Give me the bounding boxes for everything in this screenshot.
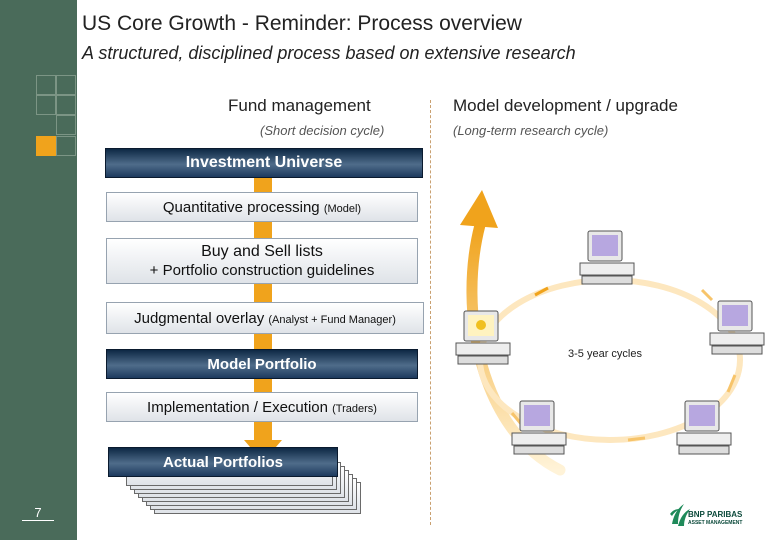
- computer-icon: [579, 230, 635, 285]
- deco-square: [36, 75, 56, 95]
- column-divider: [430, 100, 431, 525]
- deco-square: [56, 95, 76, 115]
- deco-square: [56, 115, 76, 135]
- implementation-note: (Traders): [332, 402, 377, 415]
- investment-universe-label: Investment Universe: [185, 154, 343, 171]
- deco-square: [56, 75, 76, 95]
- computer-icon: [676, 400, 732, 455]
- fund-management-subheading: (Short decision cycle): [260, 123, 385, 138]
- judgmental-overlay-label: Judgmental overlay: [134, 309, 265, 327]
- deco-square-orange: [36, 136, 56, 156]
- logo-line1: BNP PARIBAS: [688, 510, 743, 519]
- model-portfolio-box: Model Portfolio: [106, 349, 418, 379]
- sidebar: [0, 0, 77, 540]
- logo-text: BNP PARIBAS ASSET MANAGEMENT: [688, 510, 742, 528]
- judgmental-overlay-note: (Analyst + Fund Manager): [268, 313, 396, 326]
- bnp-paribas-logo: [670, 504, 690, 526]
- page-subtitle: A structured, disciplined process based …: [82, 43, 576, 63]
- quantitative-processing-note: (Model): [323, 202, 362, 215]
- portfolio-guidelines-label: + Portfolio construction guidelines: [149, 262, 375, 279]
- model-development-subheading: (Long-term research cycle): [453, 123, 609, 138]
- fund-management-heading: Fund management: [228, 96, 371, 115]
- implementation-label: Implementation / Execution: [147, 398, 328, 416]
- page-number: 7: [22, 505, 54, 521]
- buy-sell-lists-label: Buy and Sell lists: [201, 243, 323, 260]
- logo-line2: ASSET MANAGEMENT: [688, 520, 743, 526]
- page-title: US Core Growth - Reminder: Process overv…: [82, 12, 522, 35]
- quantitative-processing-box: Quantitative processing (Model): [106, 192, 418, 222]
- computer-icon: [455, 310, 511, 365]
- actual-portfolios-label: Actual Portfolios: [162, 453, 283, 471]
- actual-portfolios-box: Actual Portfolios: [108, 447, 338, 477]
- deco-square: [36, 95, 56, 115]
- computer-icon: [511, 400, 567, 455]
- deco-square: [56, 136, 76, 156]
- implementation-box: Implementation / Execution (Traders): [106, 392, 418, 422]
- quantitative-processing-label: Quantitative processing: [162, 198, 320, 216]
- model-portfolio-label: Model Portfolio: [207, 355, 317, 373]
- model-development-heading: Model development / upgrade: [453, 96, 678, 115]
- judgmental-overlay-box: Judgmental overlay (Analyst + Fund Manag…: [106, 302, 424, 334]
- cycle-label: 3-5 year cycles: [568, 348, 642, 360]
- investment-universe-box: Investment Universe: [105, 148, 423, 178]
- buy-sell-lists-box: Buy and Sell lists + Portfolio construct…: [106, 238, 418, 284]
- computer-icon: [709, 300, 765, 355]
